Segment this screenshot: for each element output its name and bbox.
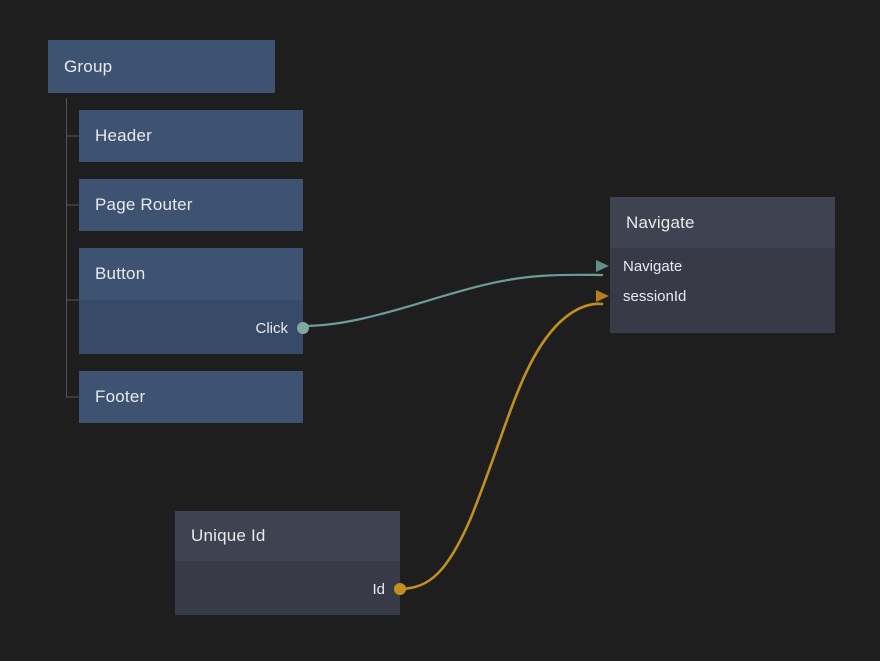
node-navigate-title: Navigate — [610, 197, 835, 248]
node-footer[interactable]: Footer — [79, 371, 303, 423]
wire-click-to-navigate — [303, 275, 602, 326]
port-unique-id-id-dot[interactable] — [394, 583, 406, 595]
node-button[interactable]: Button Click — [79, 248, 303, 354]
port-navigate-navigate-arrow-icon[interactable] — [596, 260, 609, 272]
node-navigate-body: Navigate sessionId — [610, 248, 835, 333]
wire-id-to-sessionid — [400, 304, 602, 589]
port-unique-id-id[interactable]: Id — [372, 579, 400, 599]
node-navigate[interactable]: Navigate Navigate sessionId — [610, 197, 835, 333]
node-header[interactable]: Header — [79, 110, 303, 162]
node-group[interactable]: Group — [48, 40, 275, 93]
port-navigate-sessionid-arrow-icon[interactable] — [596, 290, 609, 302]
node-button-body: Click — [79, 300, 303, 354]
node-footer-title: Footer — [79, 371, 303, 423]
port-unique-id-id-label: Id — [372, 581, 385, 598]
node-button-title: Button — [79, 248, 303, 300]
port-navigate-sessionid[interactable]: sessionId — [610, 286, 686, 306]
node-page-router-title: Page Router — [79, 179, 303, 231]
node-group-title: Group — [48, 40, 275, 93]
port-button-click[interactable]: Click — [256, 318, 304, 338]
node-unique-id[interactable]: Unique Id Id — [175, 511, 400, 615]
node-page-router[interactable]: Page Router — [79, 179, 303, 231]
port-navigate-sessionid-label: sessionId — [623, 288, 686, 305]
port-button-click-label: Click — [256, 320, 289, 337]
port-navigate-navigate-label: Navigate — [623, 258, 682, 275]
node-unique-id-body: Id — [175, 561, 400, 615]
node-unique-id-title: Unique Id — [175, 511, 400, 561]
port-navigate-navigate[interactable]: Navigate — [610, 256, 682, 276]
node-header-title: Header — [79, 110, 303, 162]
port-button-click-dot[interactable] — [297, 322, 309, 334]
